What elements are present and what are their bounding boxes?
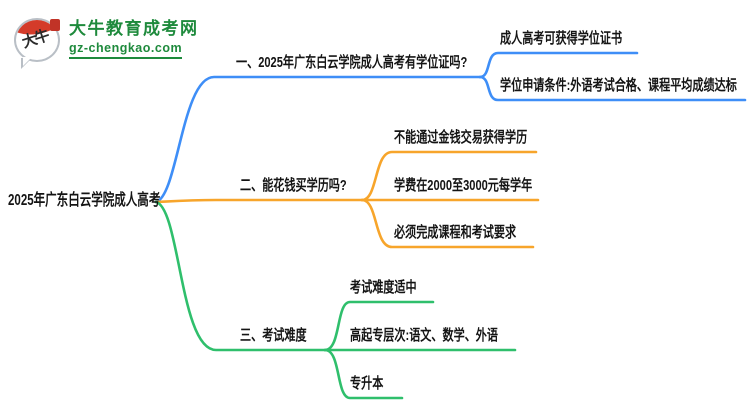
branch1-child2-node[interactable]: 学位申请条件:外语考试合格、课程平均成绩达标 (500, 77, 737, 94)
root-node[interactable]: 2025年广东白云学院成人高考 (8, 192, 161, 209)
branch2-main-line (154, 198, 364, 204)
branch2-node[interactable]: 二、能花钱买学历吗? (240, 177, 347, 194)
branch1-child1-node[interactable]: 成人高考可获得学位证书 (500, 30, 623, 47)
site-logo[interactable]: 大牛 大牛教育成考网 gz-chengkao.com (14, 16, 199, 69)
branch3-main-line (154, 200, 327, 352)
branch1-node[interactable]: 一、2025年广东白云学院成人高考有学位证吗? (236, 54, 468, 71)
branch1-main-line (154, 75, 482, 204)
branch2-child1-line (360, 150, 538, 202)
branch2-child3-node[interactable]: 必须完成课程和考试要求 (394, 224, 517, 241)
logo-bubble-icon: 大牛 (14, 16, 62, 69)
branch2-child3-line (360, 198, 535, 249)
site-name: 大牛教育成考网 (69, 19, 199, 38)
branch3-child1-line (323, 300, 435, 352)
branch3-child3-node[interactable]: 专升本 (350, 375, 384, 392)
site-domain: gz-chengkao.com (69, 41, 183, 59)
branch3-child1-node[interactable]: 考试难度适中 (350, 279, 417, 296)
branch2-child2-node[interactable]: 学费在2000至3000元每学年 (394, 177, 533, 194)
branch2-child1-node[interactable]: 不能通过金钱交易获得学历 (394, 129, 528, 146)
branch3-node[interactable]: 三、考试难度 (240, 327, 307, 344)
branch1-child1-line (478, 51, 639, 79)
branch3-child3-line (323, 348, 404, 400)
branch1-child2-line (478, 75, 747, 102)
red-seal-icon (50, 19, 60, 31)
branch3-child2-node[interactable]: 高起专层次:语文、数学、外语 (350, 327, 498, 344)
